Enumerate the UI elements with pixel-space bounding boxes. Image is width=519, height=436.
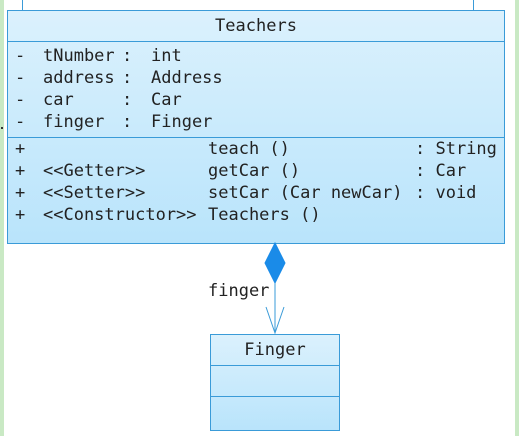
- attributes-section: - tNumber : int - address : Address - ca…: [8, 42, 504, 138]
- visibility: +: [15, 139, 26, 159]
- association-role-label: finger: [208, 281, 270, 301]
- return-type: : String: [415, 139, 497, 159]
- colon: :: [122, 68, 133, 88]
- operation-name: getCar (): [208, 161, 301, 181]
- visibility: -: [15, 68, 26, 88]
- operation-name: teach (): [208, 139, 290, 159]
- stereotype: <<Setter>>: [43, 183, 146, 203]
- open-arrowhead-icon: [265, 306, 285, 335]
- operation-row[interactable]: + <<Getter>> getCar () : Car: [15, 160, 504, 182]
- operation-row[interactable]: + <<Setter>> setCar (Car newCar) : void: [15, 182, 504, 204]
- operations-section: [211, 397, 339, 432]
- class-finger[interactable]: Finger: [210, 334, 340, 431]
- visibility: +: [15, 161, 26, 181]
- colon: :: [122, 46, 133, 66]
- class-name-teachers: Teachers: [8, 11, 504, 42]
- visibility: -: [15, 112, 26, 132]
- attribute-name: car: [43, 90, 74, 110]
- colon: :: [122, 112, 133, 132]
- visibility: -: [15, 46, 26, 66]
- left-edge-strip: [0, 0, 4, 436]
- operation-row[interactable]: + <<Constructor>> Teachers (): [15, 204, 504, 226]
- stereotype: <<Constructor>>: [43, 205, 197, 225]
- attribute-type: Car: [151, 90, 182, 110]
- attribute-name: tNumber: [43, 46, 115, 66]
- return-type: : void: [415, 183, 477, 203]
- stereotype: <<Getter>>: [43, 161, 146, 181]
- operations-section: + teach () : String + <<Getter>> getCar …: [8, 138, 504, 245]
- operation-name: setCar (Car newCar): [208, 183, 403, 203]
- attribute-name: address: [43, 68, 115, 88]
- attributes-section: [211, 366, 339, 397]
- return-type: : Car: [415, 161, 467, 181]
- composition-diamond-icon: [264, 241, 286, 285]
- attribute-row[interactable]: - tNumber : int: [15, 45, 504, 67]
- visibility: +: [15, 183, 26, 203]
- attribute-row[interactable]: - finger : Finger: [15, 111, 504, 133]
- attribute-row[interactable]: - address : Address: [15, 67, 504, 89]
- operation-row[interactable]: + teach () : String: [15, 138, 504, 160]
- class-name-finger: Finger: [211, 335, 339, 366]
- attribute-type: Finger: [151, 112, 213, 132]
- colon: :: [122, 90, 133, 110]
- class-teachers[interactable]: Teachers - tNumber : int - address : Add…: [7, 10, 505, 244]
- attribute-type: Address: [151, 68, 223, 88]
- stray-dot: [1, 127, 3, 129]
- attribute-name: finger: [43, 112, 105, 132]
- visibility: +: [15, 205, 26, 225]
- attribute-row[interactable]: - car : Car: [15, 89, 504, 111]
- right-edge-strip: [515, 0, 519, 436]
- operation-name: Teachers (): [208, 205, 321, 225]
- incoming-connector-lines: [22, 0, 474, 10]
- attribute-type: int: [151, 46, 182, 66]
- visibility: -: [15, 90, 26, 110]
